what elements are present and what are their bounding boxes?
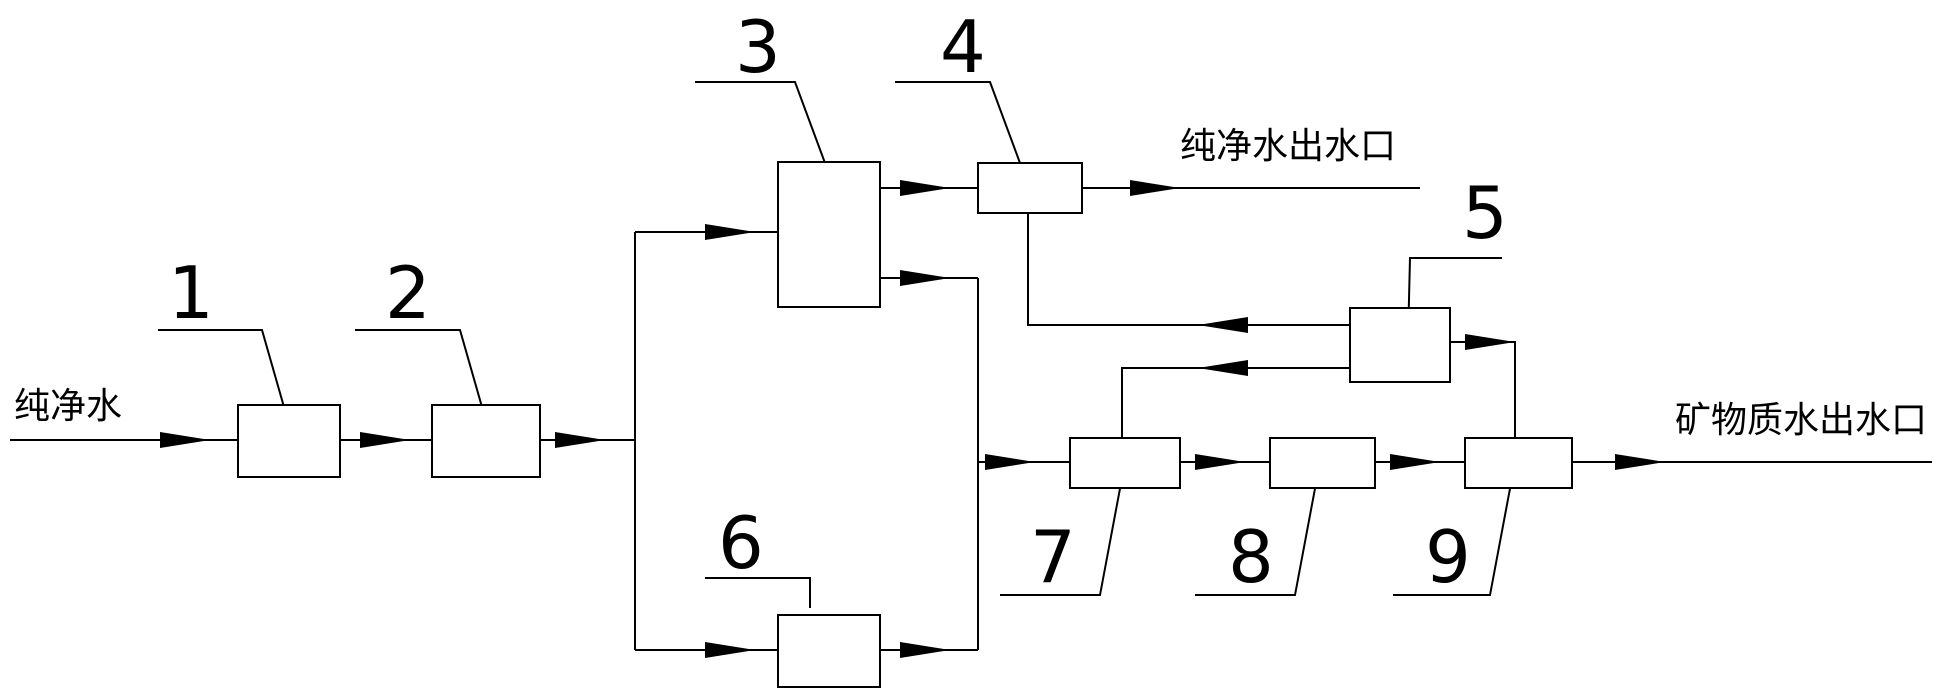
arrow-icon: [900, 180, 950, 196]
leader-6: [705, 577, 811, 608]
component-box-9: [1464, 437, 1573, 489]
leader-1: [158, 329, 293, 436]
leader-2: [355, 329, 491, 436]
arrow-icon: [1615, 454, 1665, 470]
component-box-8: [1269, 437, 1376, 489]
component-number-3: 3: [735, 5, 781, 89]
leader-9: [1393, 461, 1516, 596]
component-box-6: [777, 614, 881, 688]
arrow-icon: [1465, 334, 1515, 350]
arrow-icon: [360, 432, 410, 448]
arrow-icon: [1390, 454, 1440, 470]
component-box-3: [777, 161, 881, 308]
component-number-1: 1: [168, 251, 214, 335]
component-box-2: [431, 404, 541, 478]
component-number-8: 8: [1228, 515, 1274, 599]
arrow-icon: [1198, 317, 1248, 333]
component-box-4: [977, 162, 1083, 214]
mineral-outlet-label: 矿物质水出水口: [1675, 400, 1927, 441]
arrow-icon: [160, 432, 210, 448]
arrow-icon: [900, 270, 950, 286]
pure-outlet-label: 纯净水出水口: [1180, 126, 1396, 167]
pipe-4-5: [1027, 213, 1350, 326]
arrow-icon: [1198, 360, 1248, 376]
arrow-icon: [705, 224, 755, 240]
inlet-label: 纯净水: [14, 386, 122, 427]
leader-3: [695, 81, 836, 191]
arrow-icon: [1130, 180, 1180, 196]
component-number-6: 6: [718, 501, 764, 585]
component-box-1: [237, 404, 341, 478]
component-box-7: [1069, 437, 1181, 489]
component-box-5: [1349, 307, 1451, 383]
component-number-5: 5: [1462, 171, 1508, 255]
component-number-7: 7: [1030, 515, 1076, 599]
arrow-icon: [900, 642, 950, 658]
leader-8: [1195, 461, 1321, 596]
component-number-2: 2: [385, 251, 431, 335]
leader-7: [1000, 461, 1126, 596]
arrow-icon: [555, 432, 605, 448]
leader-4: [895, 81, 1031, 191]
arrow-icon: [705, 642, 755, 658]
arrow-icon: [985, 454, 1035, 470]
pipe-5-7: [1121, 367, 1350, 438]
component-number-9: 9: [1425, 515, 1471, 599]
arrow-icon: [1195, 454, 1245, 470]
component-number-4: 4: [940, 5, 986, 89]
pipe-9-5: [1450, 341, 1516, 438]
